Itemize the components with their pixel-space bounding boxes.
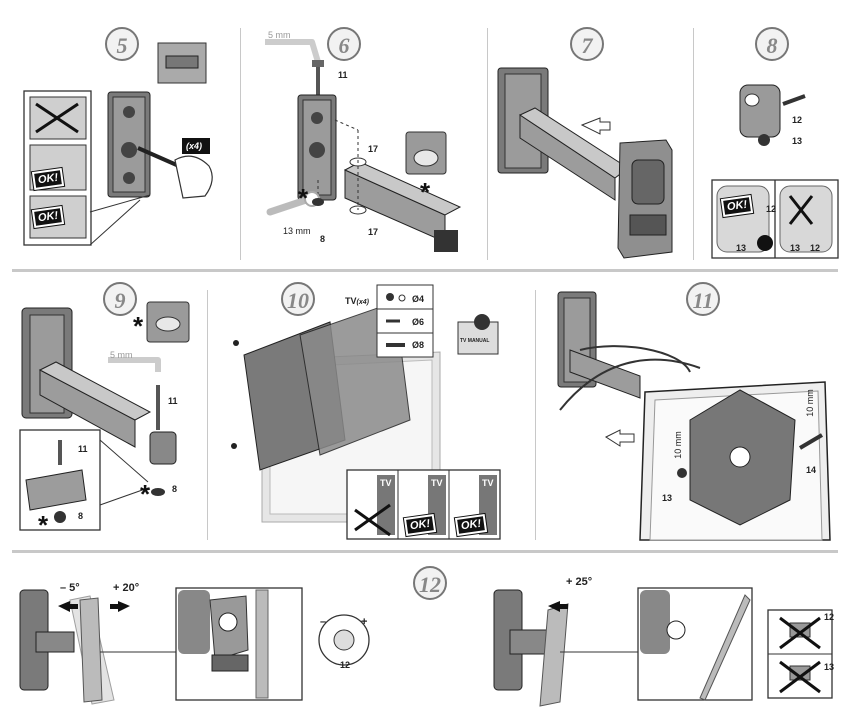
step-8-part-13: 13 (792, 136, 803, 146)
step-6-part-11: 11 (338, 70, 348, 80)
step-10-detail-tv-3: TV (482, 478, 494, 488)
panel-separator (240, 28, 241, 260)
step-10-tv-quantity: (x4) (356, 299, 369, 306)
step-11-part-14: 14 (806, 465, 817, 475)
step-9-detail-part-11: 11 (78, 444, 88, 454)
step-10-tv-text: TV (345, 296, 357, 306)
step-10-tv-manual: TV MANUAL (460, 338, 490, 344)
step-8-detail-12-left: 12 (766, 204, 777, 214)
step-6-part-17-bottom: 17 (368, 227, 379, 237)
step-10-badge: 10 (281, 282, 315, 316)
step-9-inset-star: * (133, 311, 144, 341)
step-9-detail-star: * (38, 510, 49, 540)
row-separator-1 (12, 269, 838, 272)
step-8-illustration (711, 84, 839, 259)
step-7-illustration (497, 67, 673, 259)
step-9-detail-part-8: 8 (78, 511, 84, 521)
step-12-plus-angle: + 20° (113, 582, 140, 594)
step-10-diameter-8: Ø8 (412, 340, 425, 350)
panel-separator (207, 290, 208, 540)
step-10-diameter-6: Ø6 (412, 317, 425, 327)
panel-separator (693, 28, 694, 260)
step-6-star: * (298, 183, 309, 213)
step-11-badge: 11 (686, 282, 720, 316)
step-10-diameter-4: Ø4 (412, 294, 425, 304)
step-6-inset-star: * (420, 177, 431, 207)
step-9-allen-key-label: 5 mm (110, 350, 133, 360)
step-12-badge: 12 (413, 566, 447, 600)
step-12-part-12-right: 12 (824, 612, 835, 622)
step-6-badge: 6 (327, 27, 361, 61)
step-6-allen-key-label: 5 mm (268, 30, 291, 40)
step-12-plus-25-angle: + 25° (566, 576, 593, 588)
step-9-part-8: 8 (172, 484, 178, 494)
step-12-part-13-right: 13 (824, 662, 835, 672)
step-5-quantity: (x4) (186, 141, 203, 151)
step-8-detail-13-left: 13 (736, 243, 747, 253)
step-12-part-12-left: 12 (340, 660, 351, 670)
step-6-wrench-label: 13 mm (283, 226, 311, 236)
step-6-illustration (265, 39, 462, 252)
step-11-part-13: 13 (662, 493, 673, 503)
step-10-illustration (231, 284, 501, 540)
step-9-part-11: 11 (168, 396, 178, 406)
step-7-badge: 7 (570, 27, 604, 61)
row-separator-2 (12, 550, 838, 553)
step-12-rotate-plus: + (361, 616, 368, 628)
step-10-detail-tv-1: TV (380, 478, 392, 488)
panel-separator (535, 290, 536, 540)
panel-separator (487, 28, 488, 260)
step-8-detail-13-right: 13 (790, 243, 801, 253)
step-8-detail-12-right: 12 (810, 243, 821, 253)
step-12-minus-angle: – 5° (60, 582, 80, 594)
step-8-badge: 8 (755, 27, 789, 61)
step-5-badge: 5 (105, 27, 139, 61)
step-10-detail-tv-2: TV (431, 478, 443, 488)
step-6-part-17-top: 17 (368, 144, 379, 154)
step-6-part-8: 8 (320, 234, 326, 244)
step-8-part-12: 12 (792, 115, 803, 125)
step-9-illustration (19, 301, 190, 531)
step-12-rotate-minus: – (320, 616, 327, 628)
step-9-badge: 9 (103, 282, 137, 316)
step-10-tv-label: TV(x4) (345, 296, 369, 306)
step-9-star: * (140, 479, 151, 509)
step-11-illustration (557, 291, 831, 541)
